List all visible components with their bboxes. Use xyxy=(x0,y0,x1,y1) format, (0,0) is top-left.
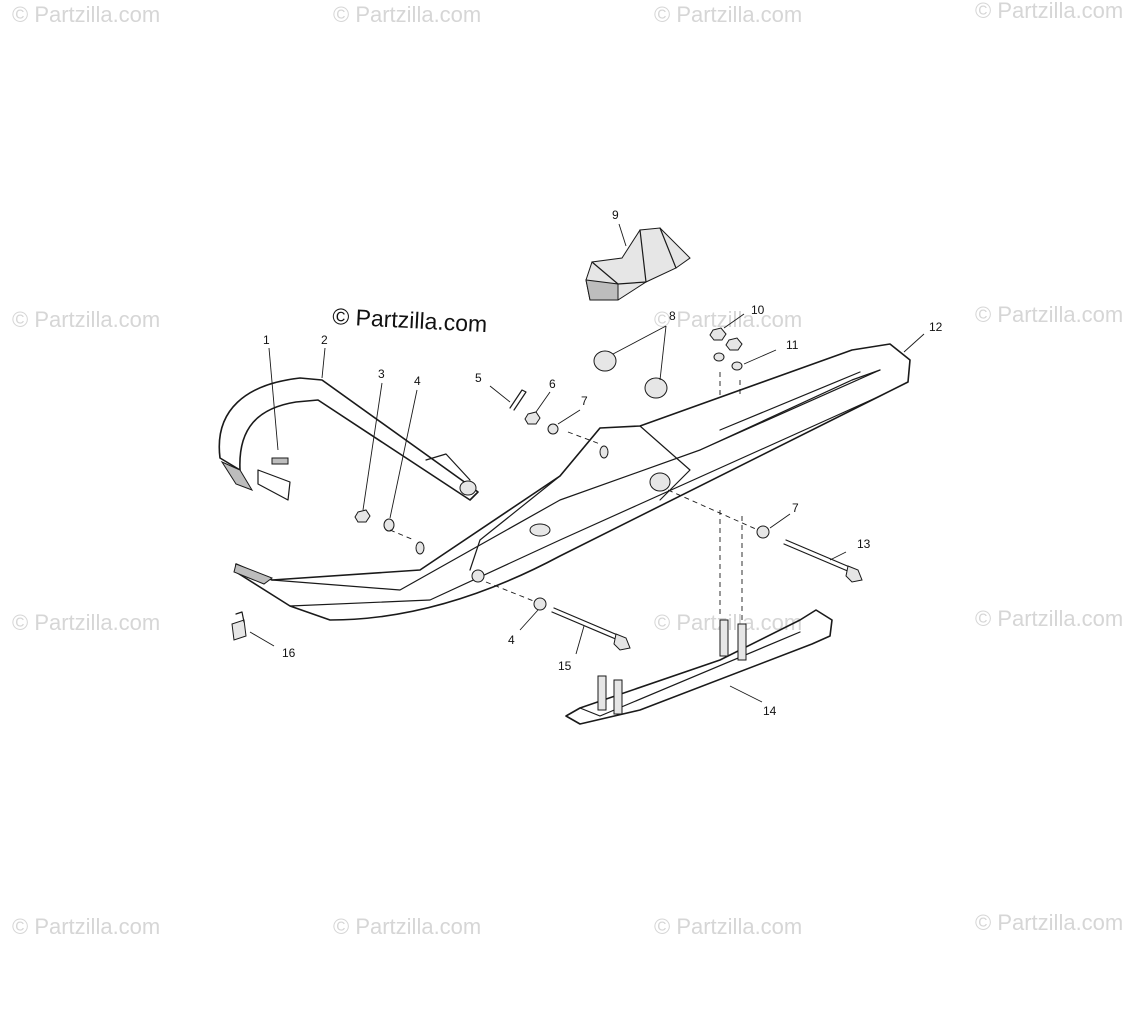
callout-5: 5 xyxy=(475,371,482,385)
part-bolt xyxy=(783,539,853,573)
part-cotter-pin xyxy=(509,389,527,411)
watermark: © Partzilla.com xyxy=(975,0,1123,23)
callout-7-lower: 7 xyxy=(792,501,799,515)
callout-3: 3 xyxy=(378,367,385,381)
part-washer xyxy=(547,423,559,435)
part-bolt xyxy=(235,611,245,623)
part-nut xyxy=(709,327,727,341)
hardware-group xyxy=(231,327,863,651)
part-insert xyxy=(271,457,289,465)
callout-15: 15 xyxy=(558,659,572,673)
callout-6: 6 xyxy=(549,377,556,391)
callout-1: 1 xyxy=(263,333,270,347)
callout-12: 12 xyxy=(929,320,943,334)
callout-4-lower: 4 xyxy=(508,633,515,647)
watermark: © Partzilla.com xyxy=(654,914,802,939)
part-bolt xyxy=(551,607,621,641)
watermark: © Partzilla.com xyxy=(654,2,802,27)
callout-4: 4 xyxy=(414,374,421,388)
brand-label: © Partzilla.com xyxy=(332,303,488,337)
part-washer xyxy=(383,518,395,532)
part-washer xyxy=(713,352,725,362)
part-bolt-head xyxy=(613,633,631,651)
leader-lines xyxy=(249,223,925,703)
part-nut xyxy=(354,509,371,523)
watermark: © Partzilla.com xyxy=(12,914,160,939)
part-bolt xyxy=(231,619,247,641)
part-bumper xyxy=(585,227,691,301)
callout-11: 11 xyxy=(786,338,799,352)
watermark: © Partzilla.com xyxy=(12,2,160,27)
watermark: © Partzilla.com xyxy=(975,302,1123,327)
part-washer xyxy=(731,361,743,371)
part-washer xyxy=(644,377,668,399)
watermark: © Partzilla.com xyxy=(12,610,160,635)
callout-10: 10 xyxy=(751,303,765,317)
watermark: © Partzilla.com xyxy=(333,2,481,27)
watermark: © Partzilla.com xyxy=(12,307,160,332)
callout-13: 13 xyxy=(857,537,871,551)
callout-7: 7 xyxy=(581,394,588,408)
part-runner xyxy=(565,609,833,725)
part-nut xyxy=(524,411,541,425)
part-washer xyxy=(533,597,547,611)
callout-2: 2 xyxy=(321,333,328,347)
callout-14: 14 xyxy=(763,704,777,718)
watermark: © Partzilla.com xyxy=(975,606,1123,631)
callout-8: 8 xyxy=(669,309,676,323)
part-nut xyxy=(725,337,743,351)
part-washer xyxy=(756,525,770,539)
callout-labels: 1 2 3 4 5 6 7 8 9 10 11 12 13 14 15 16 7… xyxy=(263,208,943,718)
callout-9: 9 xyxy=(612,208,619,222)
watermark: © Partzilla.com xyxy=(333,914,481,939)
watermark-layer: © Partzilla.com © Partzilla.com © Partzi… xyxy=(12,0,1123,939)
watermark: © Partzilla.com xyxy=(975,910,1123,935)
part-washer xyxy=(593,350,617,372)
callout-16: 16 xyxy=(282,646,296,660)
watermark: © Partzilla.com xyxy=(654,307,802,332)
part-ski xyxy=(233,343,911,621)
part-bolt-head xyxy=(845,565,863,583)
part-ski-loop xyxy=(218,377,479,501)
